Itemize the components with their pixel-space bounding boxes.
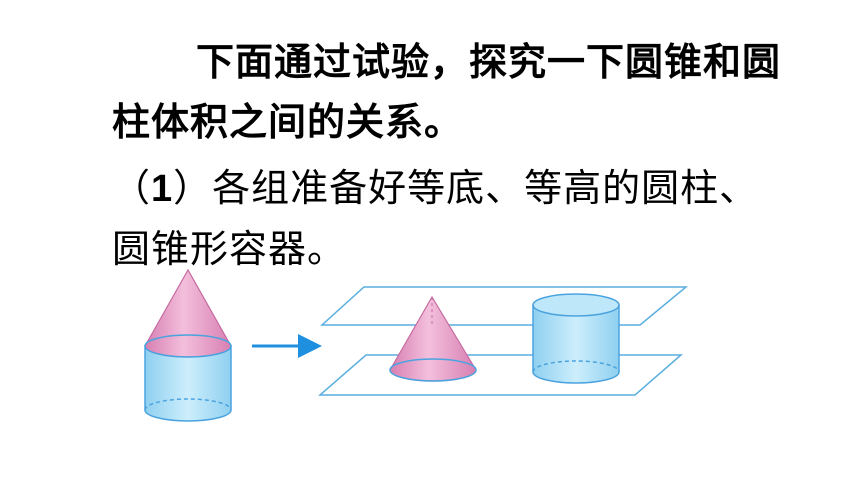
left-cone	[144, 268, 232, 358]
step-open-paren: （	[112, 166, 152, 210]
step-number: 1	[151, 168, 174, 210]
left-cylinder	[144, 345, 232, 422]
step-close-paren: ）	[173, 166, 213, 210]
intro-paragraph: 下面通过试验，探究一下圆锥和圆 柱体积之间的关系。	[112, 32, 792, 152]
intro-line-2: 柱体积之间的关系。	[112, 100, 464, 144]
step-line-1: 各组准备好等底、等高的圆柱、	[212, 166, 759, 210]
intro-line-1: 下面通过试验，探究一下圆锥和圆	[196, 40, 782, 84]
cone-on-cylinder-figure	[144, 268, 232, 422]
top-plane	[320, 286, 689, 326]
cone-container	[389, 295, 477, 382]
cylinder-container	[532, 293, 620, 384]
step-line-2: 圆锥形容器。	[112, 227, 347, 271]
bottom-plane	[317, 354, 684, 396]
step-1-paragraph: （1）各组准备好等底、等高的圆柱、 圆锥形容器。	[112, 158, 792, 279]
